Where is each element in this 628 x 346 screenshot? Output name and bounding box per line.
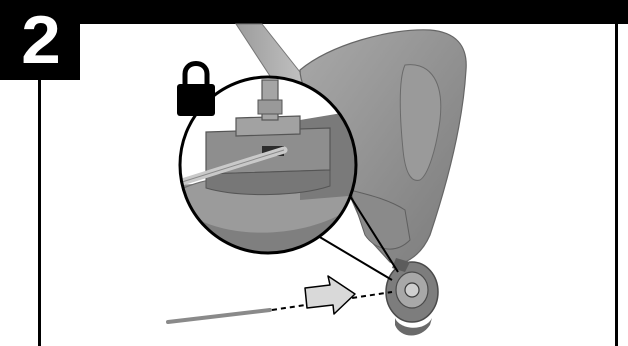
step-number-badge: 2 <box>0 0 80 80</box>
step-number: 2 <box>21 0 59 80</box>
lock-icon <box>177 64 215 117</box>
spool-head <box>386 258 438 336</box>
trimmer-line <box>168 310 270 322</box>
direction-arrow-icon <box>305 276 355 314</box>
